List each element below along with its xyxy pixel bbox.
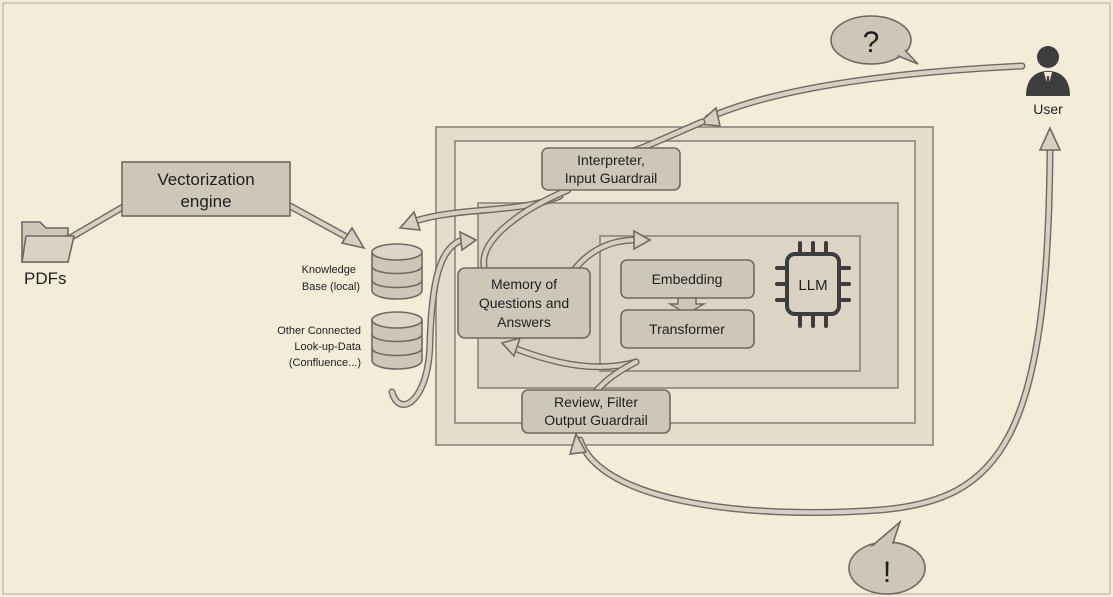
transformer-box	[620, 309, 755, 349]
vectorization-engine-box	[121, 161, 291, 217]
user-label: User	[1033, 101, 1063, 117]
pdfs-label: PDFs	[24, 269, 67, 288]
memory-label-line1: Memory of	[491, 276, 557, 292]
database-icon	[371, 243, 423, 300]
other-data-label-line3: (Confluence...)	[289, 357, 361, 369]
review-box	[521, 389, 671, 434]
memory-label-line3: Answers	[497, 314, 551, 330]
review-label-line2: Output Guardrail	[544, 412, 648, 428]
arrow-interpreter-to-memory	[480, 186, 572, 270]
memory-label-line2: Questions and	[479, 295, 569, 311]
knowledge-base-label-line2: Base (local)	[302, 281, 360, 293]
llm-label: LLM	[798, 277, 827, 294]
interpreter-label-line1: Interpreter,	[577, 152, 645, 168]
interpreter-box	[541, 147, 681, 191]
other-data-label-line1: Other Connected	[277, 325, 361, 337]
user-icon	[1026, 46, 1070, 96]
other-data-label-line2: Look-up-Data	[294, 341, 362, 353]
vectorization-label-line2: engine	[180, 192, 231, 211]
review-label-line1: Review, Filter	[554, 394, 638, 410]
folder-icon	[21, 221, 76, 263]
arrow-pdfs-to-vectorization	[66, 200, 132, 242]
question-mark: ?	[863, 26, 880, 59]
arrow-data-to-memory	[388, 230, 478, 408]
interpreter-label-line2: Input Guardrail	[565, 170, 658, 186]
knowledge-base-label-line1: Knowledge	[302, 264, 356, 276]
database-icon	[371, 311, 423, 370]
arrow-review-to-user	[568, 126, 1062, 516]
chip-icon	[775, 241, 851, 328]
arrow-memory-to-embedding	[570, 229, 652, 274]
answer-bubble	[848, 519, 926, 595]
exclamation-mark: !	[883, 556, 891, 589]
arrow-vectorization-to-knowledge-base	[286, 202, 366, 250]
transformer-label: Transformer	[649, 321, 725, 337]
vectorization-label-line1: Vectorization	[157, 170, 254, 189]
embedding-label: Embedding	[652, 271, 723, 287]
embedding-to-transformer-arrow	[667, 297, 707, 315]
memory-box	[457, 267, 591, 339]
question-bubble	[830, 15, 919, 65]
